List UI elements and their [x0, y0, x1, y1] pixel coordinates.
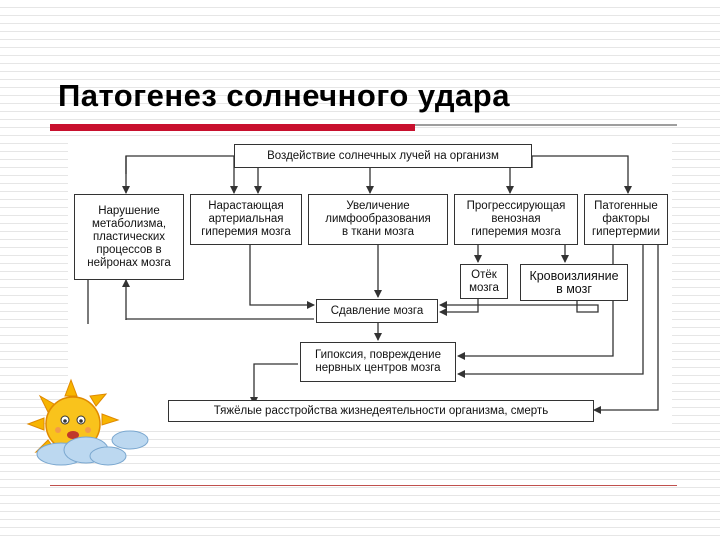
box-hemorrhage: Кровоизлияние в мозг	[520, 264, 628, 301]
box-brain-edema: Отёк мозга	[460, 264, 508, 299]
pathogenesis-diagram: Воздействие солнечных лучей на организм …	[68, 138, 672, 430]
smiling-sun-with-cloud-icon	[26, 378, 156, 468]
box-venous-hyperemia: Прогрессирующая венозная гиперемия мозга	[454, 194, 578, 245]
box-metabolism-disorder: Нарушение метаболизма, пластических проц…	[74, 194, 184, 280]
box-lymph-formation: Увеличение лимфообразования в ткани мозг…	[308, 194, 448, 245]
title-underline	[415, 124, 677, 126]
box-brain-compression: Сдавление мозга	[316, 299, 438, 323]
footer-rule	[50, 485, 677, 486]
box-hyperthermia-factors: Патогенные факторы гипертермии	[584, 194, 668, 245]
box-outcome: Тяжёлые расстройства жизнедеятельности о…	[168, 400, 594, 422]
slide-title: Патогенез солнечного удара	[58, 78, 510, 113]
box-arterial-hyperemia: Нарастающая артериальная гиперемия мозга	[190, 194, 302, 245]
diagram-connectors	[87, 155, 659, 414]
box-solar-exposure: Воздействие солнечных лучей на организм	[234, 144, 532, 168]
title-underline-accent	[50, 124, 415, 131]
box-hypoxia: Гипоксия, повреждение нервных центров мо…	[300, 342, 456, 382]
